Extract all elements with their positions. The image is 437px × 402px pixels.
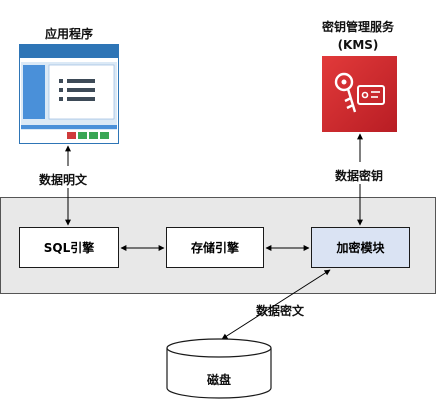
- encryption-module-label: 加密模块: [336, 241, 385, 255]
- encryption-module-box: 加密模块: [311, 227, 410, 268]
- kms-title-line1: 密钥管理服务: [321, 20, 394, 34]
- app-title: 应用程序: [44, 27, 93, 41]
- storage-engine-box: 存储引擎: [166, 227, 264, 268]
- sql-engine-label: SQL引擎: [43, 241, 95, 255]
- key-card-icon: [322, 56, 397, 132]
- key-label: 数据密钥: [335, 169, 384, 183]
- kms-title-line2: (KMS): [337, 38, 379, 52]
- disk-label: 磁盘: [206, 373, 231, 387]
- storage-engine-label: 存储引擎: [190, 241, 239, 255]
- disk-cylinder-icon: [166, 338, 272, 399]
- sql-engine-box: SQL引擎: [19, 227, 119, 268]
- encryption-disk-arrow: [221, 269, 331, 340]
- application-window-icon: [19, 44, 119, 144]
- plaintext-label: 数据明文: [39, 173, 88, 187]
